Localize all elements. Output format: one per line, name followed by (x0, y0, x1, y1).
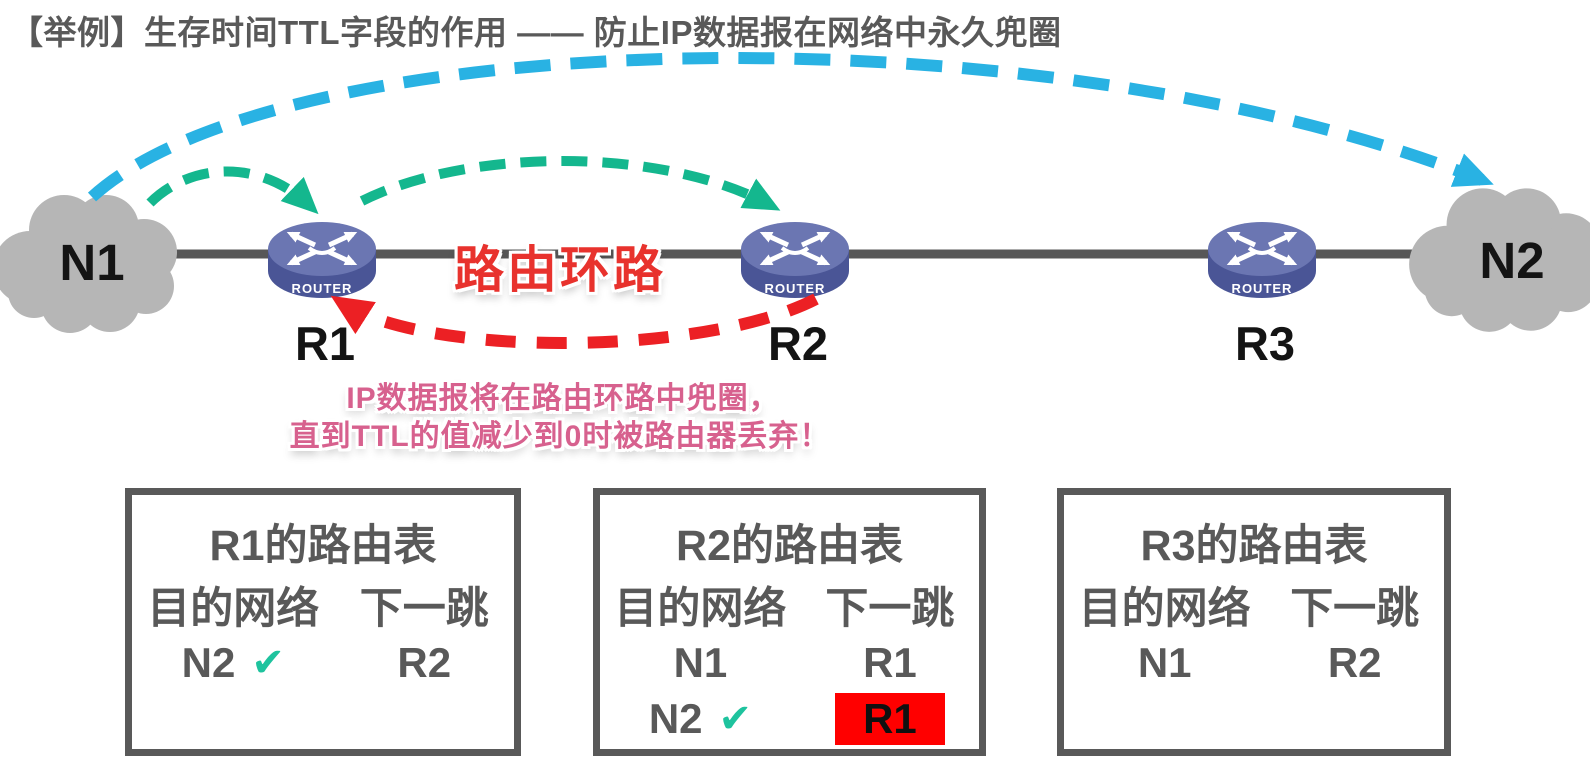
routing-loop-label: 路由环路 (454, 242, 666, 298)
col-dest-header: 目的网络 (147, 585, 320, 633)
next-hop-value-highlighted: R1 (835, 693, 945, 745)
router-r2-label: R2 (767, 317, 829, 370)
table-row: N2 ✔ R2 (132, 635, 514, 691)
arrow-n1-to-n2 (87, 52, 1494, 202)
arrow-r1-to-r2 (359, 156, 781, 211)
col-dest-header: 目的网络 (614, 585, 787, 633)
check-icon: ✔ (251, 641, 285, 685)
arrow-r2-to-r1-loop (330, 293, 819, 350)
router-r3-chassis-label: ROUTER (1231, 281, 1293, 296)
table-row: N1 R2 (1064, 635, 1444, 691)
ttl-note-line2: 直到TTL的值减少到0时被路由器丢弃！ (289, 420, 831, 453)
routing-table-r2: R2的路由表 目的网络 下一跳 N1 R1 N2 ✔ R1 (593, 488, 986, 756)
check-icon: ✔ (718, 697, 753, 741)
routing-table-r3: R3的路由表 目的网络 下一跳 N1 R2 (1057, 488, 1451, 756)
dest-network-value: N2 (181, 639, 236, 686)
table-title: R3的路由表 (1140, 522, 1368, 570)
table-header-row: 目的网络 下一跳 (600, 577, 979, 633)
col-dest-header: 目的网络 (1078, 585, 1251, 633)
table-title: R1的路由表 (209, 522, 437, 570)
router-r3-label: R3 (1234, 317, 1296, 370)
table-row: N2 ✔ R1 (600, 691, 979, 747)
next-hop-value: R2 (397, 639, 452, 686)
network-n2-label: N2 (1479, 232, 1545, 289)
dest-network-value: N2 (648, 695, 703, 742)
col-next-header: 下一跳 (359, 585, 489, 633)
col-next-header: 下一跳 (825, 585, 955, 633)
routing-table-r1: R1的路由表 目的网络 下一跳 N2 ✔ R2 (125, 488, 521, 756)
arrow-n1-to-r1 (146, 166, 319, 215)
page-title: 【举例】生存时间TTL字段的作用 —— 防止IP数据报在网络中永久兜圈 (10, 14, 1062, 51)
next-hop-value: R2 (1327, 639, 1382, 686)
table-header-row: 目的网络 下一跳 (132, 577, 514, 633)
table-row: N1 R1 (600, 635, 979, 691)
next-hop-value: R1 (863, 639, 917, 686)
network-n1-label: N1 (59, 234, 125, 291)
table-header-row: 目的网络 下一跳 (1064, 577, 1444, 633)
dest-network-value: N1 (1137, 639, 1192, 686)
router-r1-chassis-label: ROUTER (291, 281, 353, 296)
ttl-note-line1: IP数据报将在路由环路中兜圈， (346, 382, 780, 415)
table-title: R2的路由表 (676, 522, 903, 570)
router-r2-chassis-label: ROUTER (764, 281, 826, 296)
dest-network-value: N1 (673, 639, 728, 686)
col-next-header: 下一跳 (1290, 585, 1420, 633)
router-r1-label: R1 (294, 317, 356, 370)
